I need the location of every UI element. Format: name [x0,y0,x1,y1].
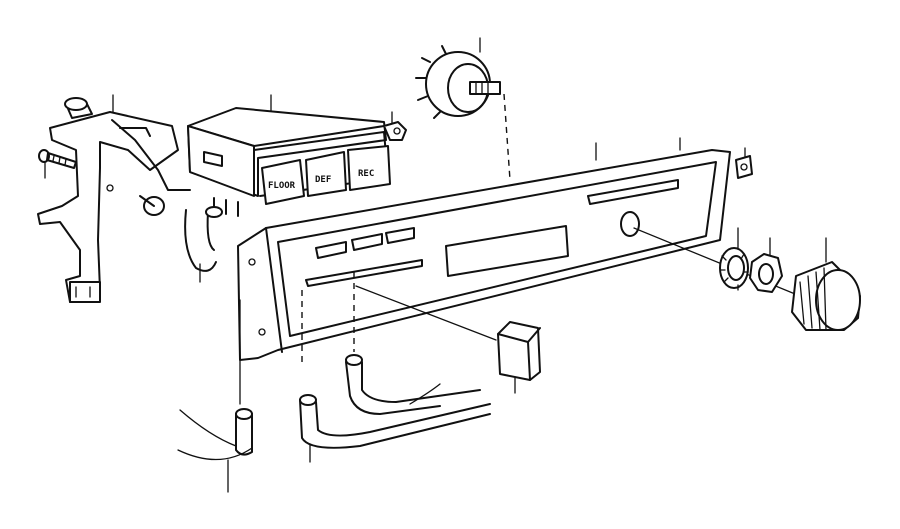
nut-body [749,253,783,293]
hose-left-outer [184,209,217,272]
switch-shaft-grip [475,81,489,95]
control-knob [791,261,861,331]
panel-slot-1 [315,241,347,259]
rec-button [347,145,391,191]
hose-middle-outer [345,361,441,415]
screw-thread [52,155,67,166]
hose-bottom-end-1 [299,394,317,406]
button-cap [497,321,541,381]
bulb-wire-lower [177,447,253,461]
washer-teeth [719,253,749,291]
panel-clip-body [735,155,753,179]
knob-face [815,269,861,331]
panel-inner-frame [277,161,717,337]
panel-top-slot [587,179,679,205]
bulb-socket-body [235,413,253,456]
switch-shaft [469,81,501,95]
switch-wire [503,93,511,181]
control-unit-slot [203,151,223,167]
rec-button-label: REC [358,169,374,179]
bulb-socket [177,299,253,461]
bulb-wire-left [179,409,237,447]
nut-bore [758,263,774,285]
button-cap-edges [497,327,541,381]
screw [38,149,77,169]
clip-body [383,121,407,141]
knob-grip-ridges [799,267,827,331]
bracket-roller-axle [139,195,155,207]
hose-bottom-end-2 [345,354,363,366]
floor-button [261,159,305,205]
hose-middle-inner [361,361,481,403]
bracket-arm-edge [119,127,151,137]
bracket-hole [106,184,114,192]
front-panel [237,149,731,366]
clip-hole [393,127,401,135]
callout-leaders [44,37,827,493]
panel-lower-slot [305,259,423,287]
nut [749,253,783,293]
bulb-socket-top [235,408,253,420]
switch-terminals [415,45,447,119]
def-button [305,151,347,197]
panel-slot-2 [351,233,383,251]
hose-left-inner [206,211,215,251]
def-button-label: DEF [315,175,331,185]
floor-button-label: FLOOR [268,181,296,191]
hose-bottom-inner [315,401,491,437]
bracket-pivot-cap [64,97,88,111]
bracket-body [37,111,179,303]
panel-clip-hole [740,163,748,171]
button-cap-axis-line [355,285,497,341]
bracket-arm [111,119,191,191]
washer-inner [727,255,745,281]
panel-left-edge [265,227,283,353]
lock-washer [719,247,749,291]
panel-slot-3 [385,227,415,244]
panel-clip [735,155,753,179]
hose-branch [409,383,441,405]
bracket-foot [69,281,101,303]
panel-display-window [445,225,569,277]
mounting-bracket [37,97,191,303]
panel-knob-hole [620,211,640,237]
hoses [184,206,491,449]
screw-shank [46,152,77,169]
rotary-switch [415,45,511,181]
control-unit: FLOOR DEF REC [187,107,391,217]
hose-bottom-outer [299,399,491,449]
panel-screw-hole-top [248,258,256,266]
clip [383,121,407,141]
button-cap-body [497,321,541,381]
panel-screw-hole-bottom [258,328,266,336]
hose-left-end [205,206,223,218]
